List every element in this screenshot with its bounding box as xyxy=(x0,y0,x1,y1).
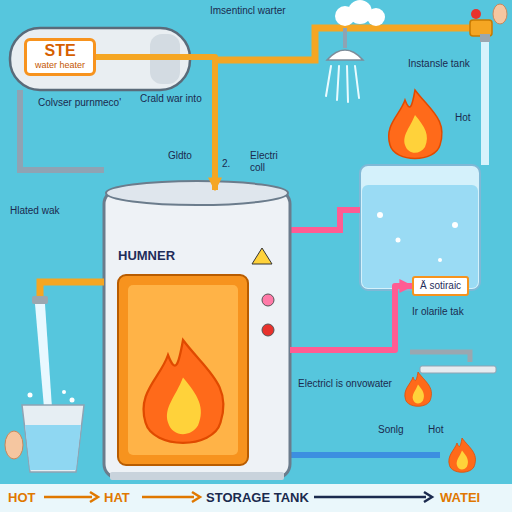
tank-brand: HUMNER xyxy=(118,248,290,263)
heated-water-pipe xyxy=(290,286,412,350)
part-label: Electri coll xyxy=(250,150,295,174)
flow-step-label: HOT xyxy=(8,490,35,505)
part-label: Sonlg xyxy=(378,424,404,436)
flow-step-label: STORAGE TANK xyxy=(206,490,309,505)
part-label: Gldto xyxy=(168,150,192,162)
heater-label: STEwater heater xyxy=(24,38,96,76)
callout-text: Ä sotiraic xyxy=(420,280,461,292)
part-label: Electricl is onvowater xyxy=(298,378,392,390)
part-label: Hot xyxy=(428,424,444,436)
storage-tank: HUMNER xyxy=(104,190,290,478)
part-label: Instansle tank xyxy=(408,58,470,70)
heater-subtitle: water heater xyxy=(35,60,85,71)
part-label: Imsentincl warter xyxy=(210,5,286,17)
part-label: Hlated wak xyxy=(10,205,59,217)
part-label: Hot xyxy=(455,112,471,124)
flow-step-label: HAT xyxy=(104,490,130,505)
callout-box: Ä sotiraic xyxy=(412,276,469,296)
part-label: Crald war into xyxy=(140,93,202,105)
heater-brand: STE xyxy=(35,42,85,60)
part-label: Ir olarile tak xyxy=(412,306,464,318)
part-label: Colvser purnmeco' xyxy=(38,97,121,109)
part-label: 2. xyxy=(222,158,230,170)
flow-step-label: WATEI xyxy=(440,490,480,505)
hot-water-pipe xyxy=(96,57,215,190)
